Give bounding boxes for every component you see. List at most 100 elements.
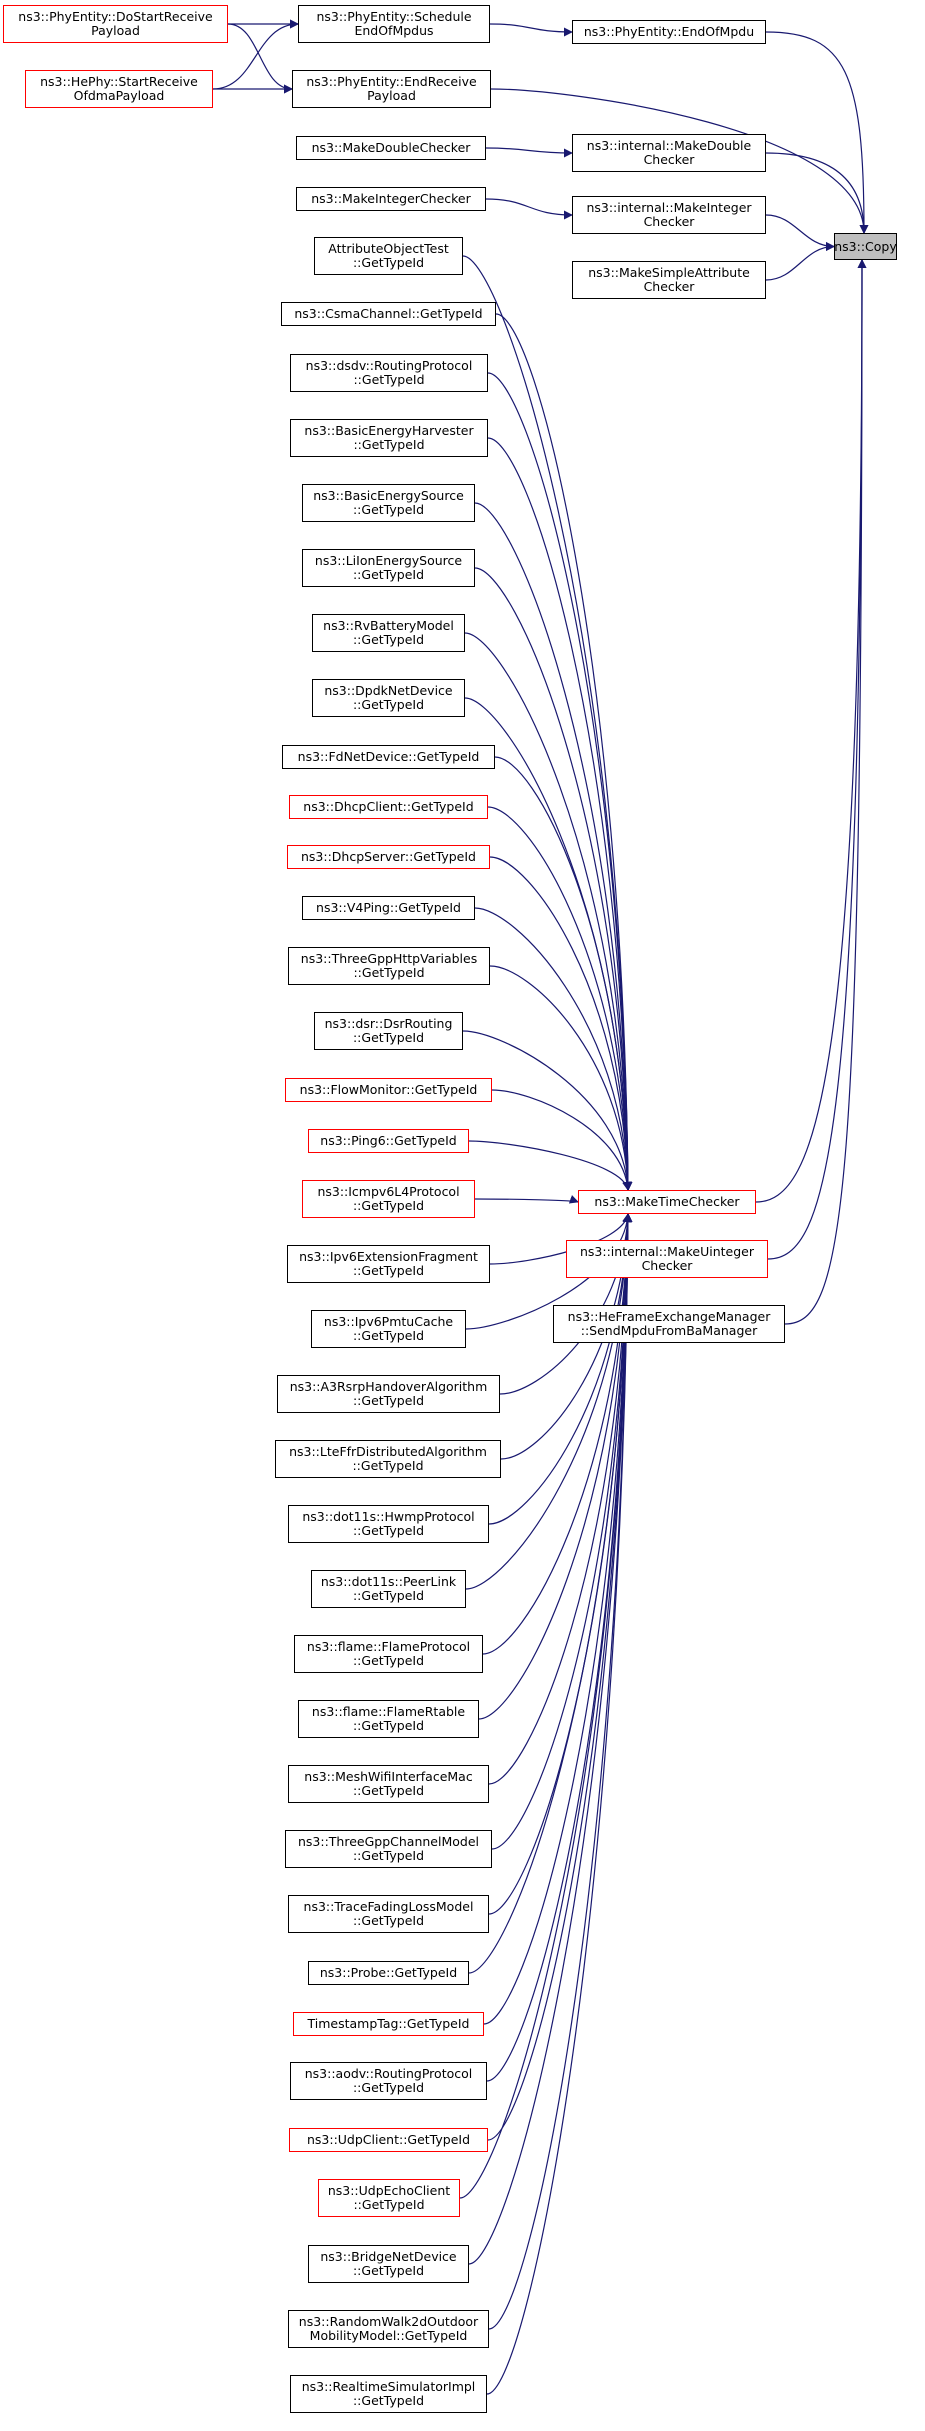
- node-c17[interactable]: ns3::Icmpv6L4Protocol::GetTypeId: [302, 1180, 475, 1218]
- node-label-line: ns3::internal::MakeUinteger: [579, 1244, 755, 1259]
- node-c24[interactable]: ns3::flame::FlameProtocol::GetTypeId: [294, 1635, 483, 1673]
- node-phy-endofmpdu[interactable]: ns3::PhyEntity::EndOfMpdu: [572, 20, 766, 44]
- edge-c35-to-make-time: [488, 1213, 633, 2330]
- edge-internal-double-to-copy: [765, 152, 869, 234]
- node-c33[interactable]: ns3::UdpEchoClient::GetTypeId: [318, 2179, 460, 2217]
- node-label-line: MobilityModel::GetTypeId: [309, 2328, 468, 2343]
- node-c07[interactable]: ns3::RvBatteryModel::GetTypeId: [312, 614, 465, 652]
- node-c02[interactable]: ns3::CsmaChannel::GetTypeId: [281, 302, 496, 326]
- node-label-line: ::GetTypeId: [352, 1030, 425, 1045]
- node-c22[interactable]: ns3::dot11s::HwmpProtocol::GetTypeId: [288, 1505, 489, 1543]
- node-c16[interactable]: ns3::Ping6::GetTypeId: [308, 1129, 469, 1153]
- edge-c25-to-make-time: [478, 1213, 633, 1720]
- node-label-line: Checker: [643, 214, 695, 229]
- node-label-line: ::GetTypeId: [352, 255, 425, 270]
- node-label-line: ns3::ThreeGppChannelModel: [297, 1834, 480, 1849]
- node-c20[interactable]: ns3::A3RsrpHandoverAlgorithm::GetTypeId: [277, 1375, 500, 1413]
- node-c21[interactable]: ns3::LteFfrDistributedAlgorithm::GetType…: [275, 1440, 501, 1478]
- node-c19[interactable]: ns3::Ipv6PmtuCache::GetTypeId: [311, 1310, 466, 1348]
- node-label-line: ns3::BasicEnergyHarvester: [304, 423, 474, 438]
- node-c26[interactable]: ns3::MeshWifiInterfaceMac::GetTypeId: [288, 1765, 489, 1803]
- node-copy[interactable]: ns3::Copy: [834, 233, 897, 260]
- node-label-line: OfdmaPayload: [73, 88, 165, 103]
- node-c30[interactable]: TimestampTag::GetTypeId: [293, 2012, 484, 2036]
- edge-he-frame-to-copy: [784, 259, 867, 1325]
- node-c11[interactable]: ns3::DhcpServer::GetTypeId: [287, 845, 490, 869]
- node-c15[interactable]: ns3::FlowMonitor::GetTypeId: [285, 1078, 492, 1102]
- node-c10[interactable]: ns3::DhcpClient::GetTypeId: [289, 795, 488, 819]
- node-c36[interactable]: ns3::RealtimeSimulatorImpl::GetTypeId: [290, 2375, 487, 2413]
- edge-phy-dostart-to-phy-endreceive: [227, 23, 293, 94]
- node-label-line: ns3::Ping6::GetTypeId: [320, 1133, 457, 1148]
- node-c03[interactable]: ns3::dsdv::RoutingProtocol::GetTypeId: [290, 354, 488, 392]
- node-label-line: ::GetTypeId: [352, 1328, 425, 1343]
- node-c14[interactable]: ns3::dsr::DsrRouting::GetTypeId: [314, 1012, 463, 1050]
- node-c18[interactable]: ns3::Ipv6ExtensionFragment::GetTypeId: [287, 1245, 490, 1283]
- node-c28[interactable]: ns3::TraceFadingLossModel::GetTypeId: [288, 1895, 489, 1933]
- node-c12[interactable]: ns3::V4Ping::GetTypeId: [302, 896, 475, 920]
- edge-c27-to-make-time: [491, 1213, 633, 1850]
- node-label-line: ns3::DpdkNetDevice: [324, 683, 453, 698]
- node-label-line: ns3::UdpClient::GetTypeId: [306, 2132, 471, 2147]
- node-label-line: TimestampTag::GetTypeId: [307, 2016, 470, 2031]
- node-c06[interactable]: ns3::LiIonEnergySource::GetTypeId: [302, 549, 475, 587]
- node-label-line: ::GetTypeId: [352, 1653, 425, 1668]
- node-c13[interactable]: ns3::ThreeGppHttpVariables::GetTypeId: [288, 947, 490, 985]
- node-label-line: ns3::Probe::GetTypeId: [319, 1965, 458, 1980]
- node-label-line: EndOfMpdus: [354, 23, 434, 38]
- node-label-line: AttributeObjectTest: [328, 241, 449, 256]
- node-label-line: ns3::Icmpv6L4Protocol: [317, 1184, 460, 1199]
- node-c04[interactable]: ns3::BasicEnergyHarvester::GetTypeId: [290, 419, 488, 457]
- node-c27[interactable]: ns3::ThreeGppChannelModel::GetTypeId: [285, 1830, 492, 1868]
- node-c29[interactable]: ns3::Probe::GetTypeId: [308, 1961, 469, 1985]
- edge-phy-endofmpdu-to-copy: [765, 31, 869, 234]
- node-c31[interactable]: ns3::aodv::RoutingProtocol::GetTypeId: [290, 2062, 487, 2100]
- edge-c05-to-make-time: [474, 502, 633, 1191]
- node-label-line: ::GetTypeId: [353, 2197, 425, 2212]
- node-label-line: Checker: [643, 279, 695, 294]
- node-he-frame[interactable]: ns3::HeFrameExchangeManager::SendMpduFro…: [553, 1305, 785, 1343]
- edge-c07-to-make-time: [464, 632, 633, 1191]
- node-c23[interactable]: ns3::dot11s::PeerLink::GetTypeId: [311, 1570, 466, 1608]
- node-label-line: ns3::RandomWalk2dOutdoor: [298, 2314, 479, 2329]
- edge-c29-to-make-time: [468, 1213, 633, 1974]
- node-make-time[interactable]: ns3::MakeTimeChecker: [578, 1190, 756, 1214]
- node-c08[interactable]: ns3::DpdkNetDevice::GetTypeId: [312, 679, 465, 717]
- node-c25[interactable]: ns3::flame::FlameRtable::GetTypeId: [298, 1700, 479, 1738]
- edge-c06-to-make-time: [474, 567, 633, 1191]
- node-label-line: ns3::aodv::RoutingProtocol: [304, 2066, 473, 2081]
- node-label-line: ns3::DhcpServer::GetTypeId: [301, 849, 476, 864]
- node-label-line: Checker: [641, 1258, 693, 1273]
- node-label-line: ::GetTypeId: [352, 502, 425, 517]
- node-c05[interactable]: ns3::BasicEnergySource::GetTypeId: [302, 484, 475, 522]
- node-c09[interactable]: ns3::FdNetDevice::GetTypeId: [282, 745, 495, 769]
- edge-c16-to-make-time: [468, 1140, 632, 1191]
- node-c34[interactable]: ns3::BridgeNetDevice::GetTypeId: [308, 2245, 469, 2283]
- node-make-double[interactable]: ns3::MakeDoubleChecker: [296, 136, 486, 160]
- node-label-line: ns3::MakeDoubleChecker: [311, 140, 471, 155]
- edge-internal-integer-to-copy: [765, 214, 835, 251]
- node-label-line: ns3::dsr::DsrRouting: [324, 1016, 453, 1031]
- edge-make-integer-to-internal-integer: [485, 198, 573, 220]
- edge-c11-to-make-time: [489, 856, 633, 1191]
- node-c01[interactable]: AttributeObjectTest::GetTypeId: [314, 237, 463, 275]
- node-c32[interactable]: ns3::UdpClient::GetTypeId: [289, 2128, 488, 2152]
- node-label-line: ns3::DhcpClient::GetTypeId: [303, 799, 474, 814]
- edge-make-simple-to-copy: [765, 242, 835, 281]
- node-label-line: ns3::MeshWifiInterfaceMac: [304, 1769, 473, 1784]
- node-label-line: ns3::RvBatteryModel: [323, 618, 454, 633]
- node-make-integer[interactable]: ns3::MakeIntegerChecker: [296, 187, 486, 211]
- node-label-line: ns3::TraceFadingLossModel: [303, 1899, 474, 1914]
- node-label-line: ::GetTypeId: [353, 965, 425, 980]
- node-label-line: ns3::MakeSimpleAttribute: [588, 265, 750, 280]
- edge-make-time-to-copy: [755, 259, 867, 1203]
